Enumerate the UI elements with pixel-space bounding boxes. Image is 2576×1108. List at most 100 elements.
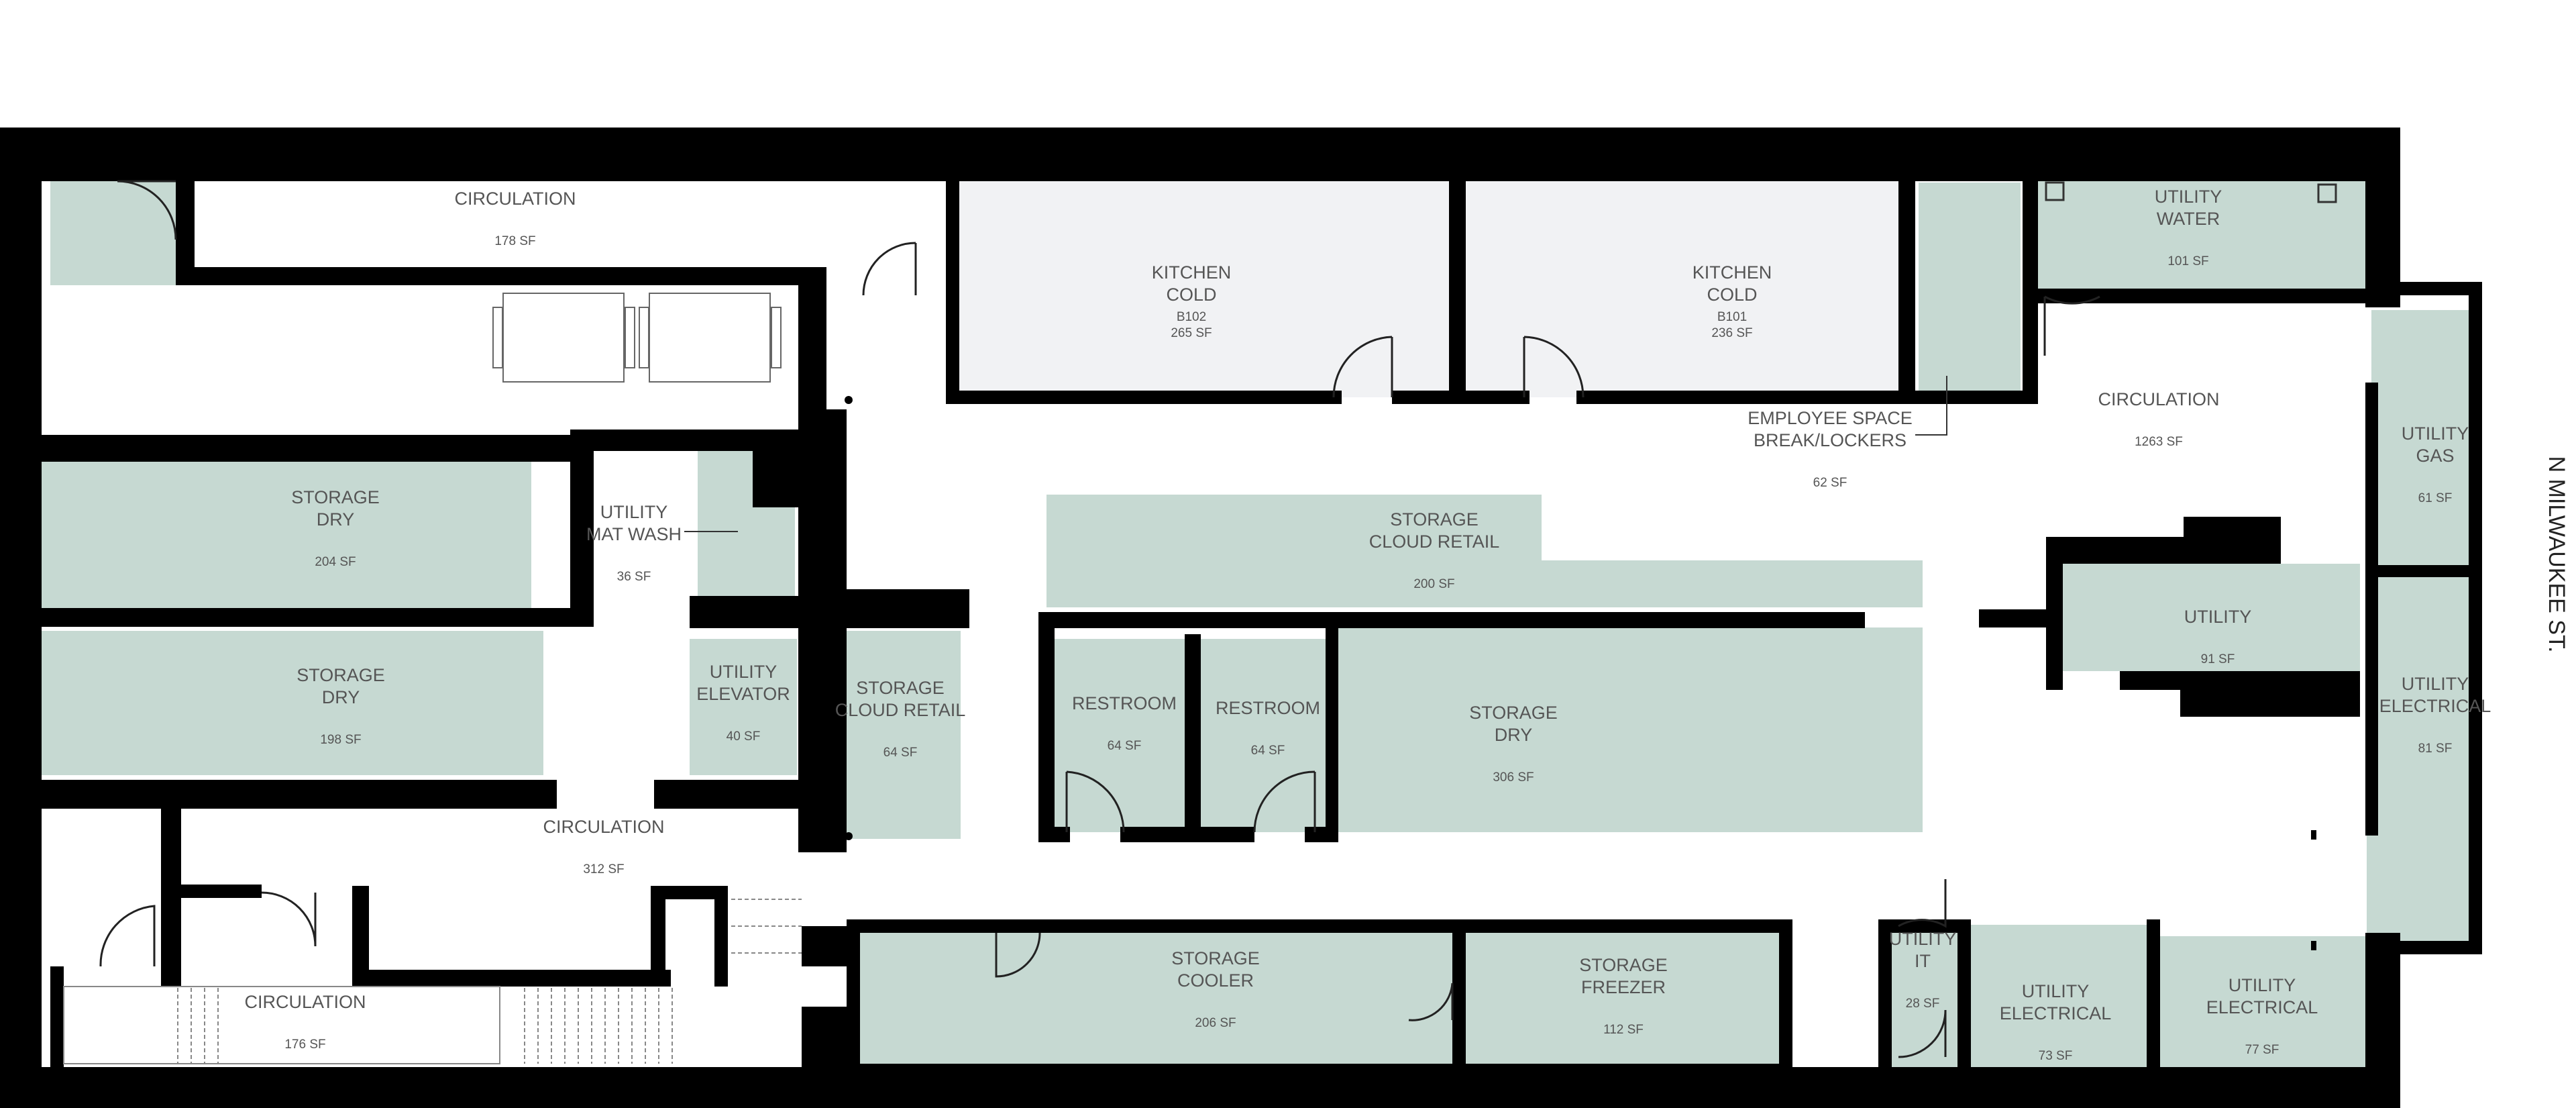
room-name-line2: COLD: [1707, 285, 1757, 305]
matwash-wall-right: [570, 435, 594, 627]
room-name: STORAGE: [1469, 703, 1558, 723]
room-area: 306 SF: [1493, 770, 1534, 785]
stair-wall-box-top: [651, 886, 728, 899]
room-area: 61 SF: [2418, 491, 2453, 505]
room-name: STORAGE: [1171, 948, 1260, 968]
room-name: UTILITY: [2229, 975, 2296, 995]
door-it-top: [1898, 879, 1947, 928]
room-area: 200 SF: [1413, 577, 1454, 591]
room-area: 36 SF: [617, 570, 651, 584]
restroom-wall-bottom-c: [1305, 827, 1338, 842]
room-name: EMPLOYEE SPACE: [1748, 408, 1913, 428]
outer-wall-top: [0, 128, 2400, 181]
room-area: 64 SF: [1108, 739, 1142, 753]
door-circ-top: [117, 180, 177, 240]
room-name-line2: DRY: [322, 687, 360, 707]
restroom-wall-left: [1038, 612, 1055, 842]
room-code: B101: [1717, 310, 1747, 324]
room-name-line2: DRY: [1495, 725, 1533, 745]
storage-cloud-retail-1-fill-b: [1542, 560, 1923, 607]
marker-4: [2311, 941, 2316, 950]
room-name-line2: ELECTRICAL: [2379, 696, 2491, 716]
room-name: STORAGE: [297, 665, 385, 685]
door-restroom-1: [1065, 770, 1125, 833]
room-name: UTILITY: [2402, 674, 2469, 694]
room-name-line2: COOLER: [1177, 970, 1254, 991]
restroom-wall-bottom: [1038, 827, 1070, 842]
column-marker-1: [845, 396, 853, 404]
room-name: STORAGE: [856, 678, 945, 698]
restroom-wall-top: [1038, 612, 1865, 628]
door-circ-mid: [261, 891, 317, 947]
gas-wall-left: [2365, 383, 2378, 836]
room-area: 28 SF: [1906, 997, 1940, 1011]
restroom-2-fill: [1199, 639, 1326, 832]
utility-91-wall-top-b: [2184, 517, 2281, 564]
utility-91-stub: [1979, 609, 2063, 627]
street-name: N MILWAUKEE ST.: [2544, 456, 2569, 653]
kitchen-b101-fill: [1466, 181, 1898, 397]
room-name: KITCHEN: [1693, 262, 1772, 283]
circ-bottom-wall-left: [50, 966, 64, 1074]
kitchen-wall-bottom: [946, 391, 1342, 404]
utility-electrical-81-fill: [2367, 577, 2471, 941]
utility-91-wall-bottom-b: [2180, 671, 2360, 717]
room-area: 81 SF: [2418, 742, 2453, 756]
room-name: UTILITY: [710, 662, 777, 682]
room-area: 236 SF: [1711, 326, 1752, 340]
room-name-line2: CLOUD RETAIL: [1369, 532, 1500, 552]
cooler-wall-top: [847, 919, 1792, 933]
it-wall-right: [1957, 919, 1971, 1074]
room-name: STORAGE: [1579, 955, 1668, 975]
door-freezer: [1408, 983, 1454, 1021]
storage-cloud-retail-2-fill: [845, 631, 961, 839]
room-name-line2: WATER: [2157, 209, 2220, 229]
stair-wall-left: [178, 885, 262, 898]
storage-dry-3-fill: [1335, 627, 1923, 832]
circ-top-wall-left: [176, 176, 195, 285]
room-name-line2: FREEZER: [1581, 977, 1666, 997]
utility-91-wall-bottom: [2120, 671, 2180, 690]
room-name-line2: MAT WASH: [586, 524, 682, 544]
room-area: 62 SF: [1813, 476, 1847, 490]
chair-1: [492, 307, 503, 368]
service-wall-h1: [570, 430, 798, 451]
room-name: UTILITY: [1889, 929, 1957, 949]
room-area: 198 SF: [320, 733, 361, 747]
service-wall-h2: [753, 451, 798, 507]
circulation-corner-fill: [50, 176, 176, 285]
stair-wall-box-right: [714, 886, 728, 987]
lower-wall-top-left: [802, 926, 847, 966]
storage-dry-1-wall-bottom: [42, 608, 594, 627]
east-wing-wall-mid: [2371, 565, 2482, 577]
room-fills: [42, 176, 2471, 1080]
room-area: 64 SF: [883, 746, 918, 760]
door-circ-bottom: [99, 905, 156, 967]
room-name-line2: COLD: [1166, 285, 1216, 305]
chair-4: [771, 307, 782, 368]
room-area: 178 SF: [494, 234, 535, 248]
lower-right-wall: [1971, 1067, 2365, 1080]
employee-space-fill: [1919, 183, 2021, 401]
room-area: 64 SF: [1251, 744, 1285, 758]
outer-wall-left: [0, 128, 42, 1108]
service-wall-v1: [798, 267, 826, 852]
room-name: STORAGE: [291, 487, 380, 507]
kitchen-wall-right: [1898, 176, 1915, 404]
door-water: [2043, 295, 2100, 356]
utility-it-fill: [1882, 925, 1962, 1080]
door-cooler: [995, 932, 1041, 978]
service-wall-v2: [826, 409, 847, 852]
